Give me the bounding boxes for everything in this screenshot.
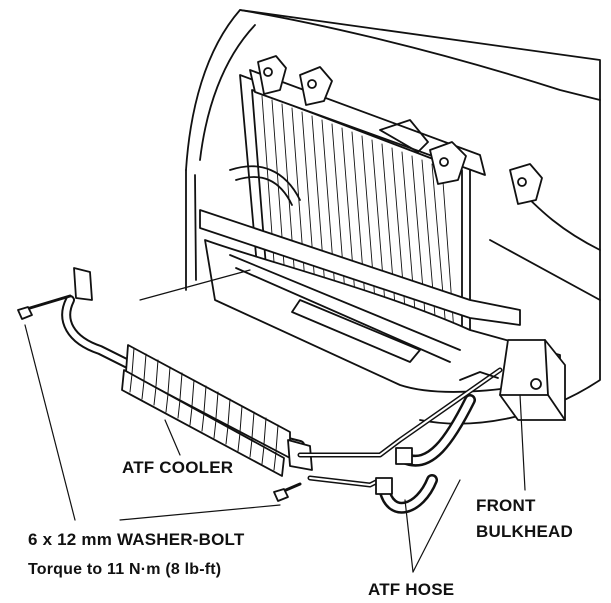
atf-cooler xyxy=(61,267,503,488)
atf-cooler-label: ATF COOLER xyxy=(122,458,234,477)
radiator-core xyxy=(199,55,543,346)
front-bulkhead-label-line2: BULKHEAD xyxy=(476,522,573,541)
washer-bolt-label: 6 x 12 mm WASHER-BOLT xyxy=(28,530,245,549)
leader-lines xyxy=(24,269,526,573)
front-bulkhead-label-line1: FRONT xyxy=(476,496,536,515)
washer-bolts xyxy=(17,294,302,502)
front-bulkhead xyxy=(499,339,566,421)
atf-hose-label: ATF HOSE xyxy=(368,580,455,599)
lower-crossmember xyxy=(204,239,561,393)
torque-spec-label: Torque to 11 N·m (8 lb-ft) xyxy=(28,561,222,578)
